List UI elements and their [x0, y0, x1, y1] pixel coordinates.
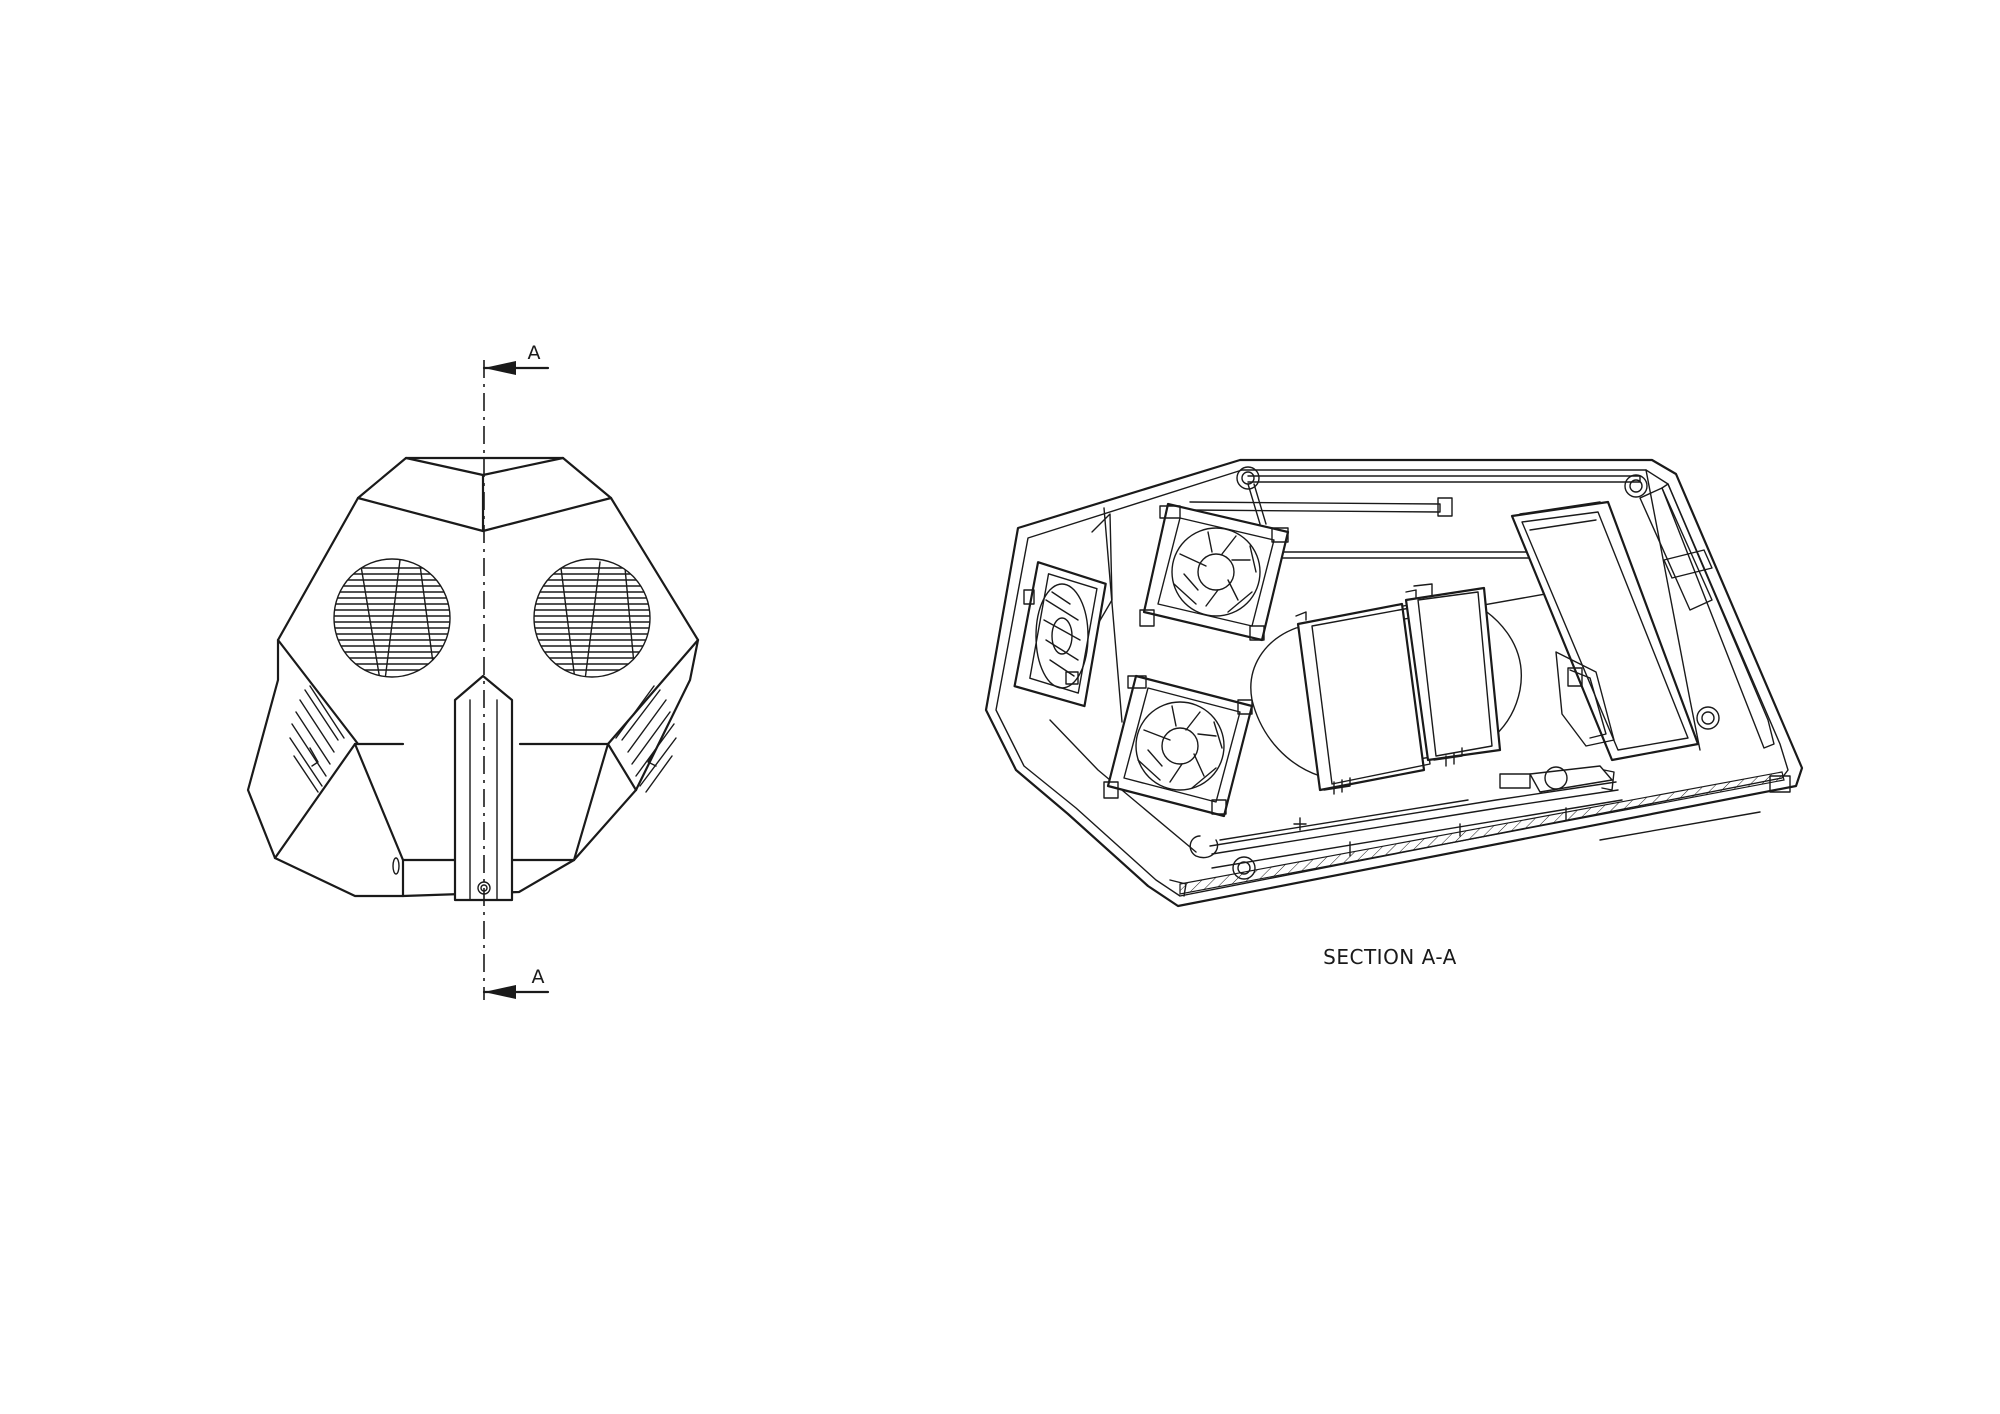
arrow-icon [484, 361, 516, 375]
fan-top [1139, 502, 1290, 642]
right-side-vents [615, 685, 677, 793]
right-grill [533, 558, 651, 678]
cable-rail [1189, 765, 1761, 869]
section-view: SECTION A-A [984, 458, 1804, 969]
left-side-vents [289, 685, 345, 793]
canister [1250, 583, 1522, 795]
fan-bottom [1103, 674, 1254, 818]
fan-left [1013, 561, 1107, 708]
circuit-board [1510, 487, 1713, 762]
arrow-icon [484, 985, 516, 999]
screw-bosses [1169, 466, 1791, 897]
hatched-wall [1179, 771, 1785, 895]
left-grill [333, 558, 451, 678]
front-view [246, 456, 700, 902]
centre-strap [453, 674, 514, 902]
section-marker-bottom: A [532, 966, 545, 988]
section-outline [984, 458, 1804, 908]
section-caption: SECTION A-A [1323, 945, 1457, 969]
section-line: A A [482, 342, 550, 1000]
section-marker-top: A [528, 342, 541, 364]
